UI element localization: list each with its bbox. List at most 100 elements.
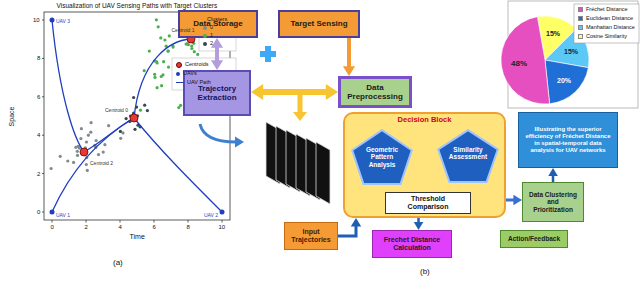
process-box: Trajectory Extraction	[183, 70, 251, 116]
legend-swatch	[578, 34, 583, 39]
text-label: (b)	[420, 268, 430, 276]
text-label: 15%	[564, 48, 578, 55]
data-point	[196, 53, 199, 56]
data-point	[162, 60, 165, 63]
data-point	[167, 66, 170, 69]
data-point	[89, 131, 92, 134]
text-label: Centroid 2	[90, 161, 113, 166]
data-point	[95, 139, 98, 142]
node-text: Illustrating the superior efficiency of …	[523, 126, 613, 154]
connector	[506, 195, 522, 205]
legend-swatch	[203, 34, 207, 38]
legend-text: Fréchet Distance	[586, 7, 628, 13]
text-label: 15%	[546, 30, 560, 37]
legend-text: Centroids	[185, 62, 209, 68]
data-point	[119, 137, 122, 140]
data-point	[132, 96, 135, 99]
text-label: 6	[153, 224, 156, 230]
data-point	[102, 151, 105, 154]
data-point	[125, 117, 128, 120]
text-label: UAV 1	[56, 213, 70, 218]
data-point	[59, 155, 62, 158]
legend-swatch	[578, 25, 583, 30]
input-box: Input Trajectories	[284, 222, 338, 250]
tick-mark	[42, 212, 44, 213]
data-point	[87, 134, 90, 137]
tick-mark	[42, 96, 44, 97]
arrowhead	[211, 60, 223, 70]
text-label: 48%	[511, 60, 527, 68]
data-point	[79, 137, 82, 140]
data-point	[139, 109, 142, 112]
data-point	[160, 75, 163, 78]
uav-path	[134, 118, 222, 212]
data-point	[153, 76, 156, 79]
node-text: Frechet Distance Calculation	[377, 236, 447, 252]
data-point	[153, 73, 156, 76]
yellow-stem	[298, 95, 303, 113]
scatter-points	[50, 18, 200, 172]
data-point	[74, 146, 77, 149]
data-point	[163, 38, 166, 41]
connector-line	[215, 47, 219, 61]
legend-entry: Fréchet Distance	[578, 7, 628, 13]
text-label: Centroid 1	[172, 28, 195, 33]
curved-arrow	[200, 124, 236, 142]
tick-marks	[42, 20, 222, 223]
uav-path	[84, 118, 134, 152]
data-point	[97, 153, 100, 156]
sensing-box: Target Sensing	[278, 10, 360, 38]
data-point	[76, 150, 79, 153]
text-label: 4	[37, 132, 40, 138]
data-point	[190, 44, 193, 47]
centroid-marker	[130, 114, 138, 122]
uav-marker	[50, 18, 55, 23]
text-label: 10	[33, 17, 40, 23]
text-label: 6	[37, 94, 40, 100]
decision-block: Decision BlockGeometric Pattern Analysis…	[343, 112, 506, 218]
uav-paths	[52, 20, 222, 212]
legend-box	[574, 4, 639, 43]
legend-swatch	[578, 7, 583, 12]
text-label: 4	[119, 224, 122, 230]
data-point	[177, 106, 180, 109]
data-point	[133, 128, 136, 131]
legend-text: UAVs	[183, 71, 197, 77]
node-text: Data Preprocessing	[345, 83, 405, 101]
arrowhead	[343, 66, 355, 76]
uav-marker	[220, 210, 225, 215]
legend-entry: Cosine Similarity	[578, 34, 627, 40]
tick-mark	[86, 220, 87, 223]
data-point	[76, 154, 79, 157]
tick-mark	[154, 220, 155, 223]
data-point	[72, 161, 75, 164]
legend-entry: UAVs	[176, 71, 197, 77]
legend-entry: Manhattan Distance	[578, 25, 635, 31]
legend-swatch	[176, 72, 180, 76]
legend-text: 1	[210, 33, 213, 39]
data-point	[85, 163, 88, 166]
pentagon-box: Geometric Pattern Analysis	[351, 129, 413, 185]
tick-mark	[222, 220, 223, 223]
trajectory-slices	[266, 122, 330, 204]
node-text: Geometric Pattern Analysis	[360, 146, 404, 168]
connector-line	[338, 226, 356, 236]
text-label: Clusters	[207, 17, 227, 23]
threshold-box: Threshold Comparison	[385, 192, 471, 214]
tick-mark	[42, 58, 44, 59]
data-point	[148, 50, 151, 53]
legend-entry: UAV Path	[176, 80, 211, 86]
legend-entry: 2	[203, 41, 213, 47]
pie-slice	[501, 17, 550, 104]
legend-swatch	[578, 16, 583, 21]
legend-entry: 0	[203, 25, 213, 31]
legend-text: 2	[210, 41, 213, 47]
yellow-arrowhead	[293, 112, 307, 121]
legend-text: Manhattan Distance	[586, 25, 635, 31]
data-point	[66, 159, 69, 162]
legend-text: Euclidean Distance	[586, 16, 633, 22]
text-label: 2	[37, 171, 40, 177]
data-point	[159, 36, 162, 39]
legend-entry: Euclidean Distance	[578, 16, 633, 22]
legend-swatch	[176, 62, 182, 68]
